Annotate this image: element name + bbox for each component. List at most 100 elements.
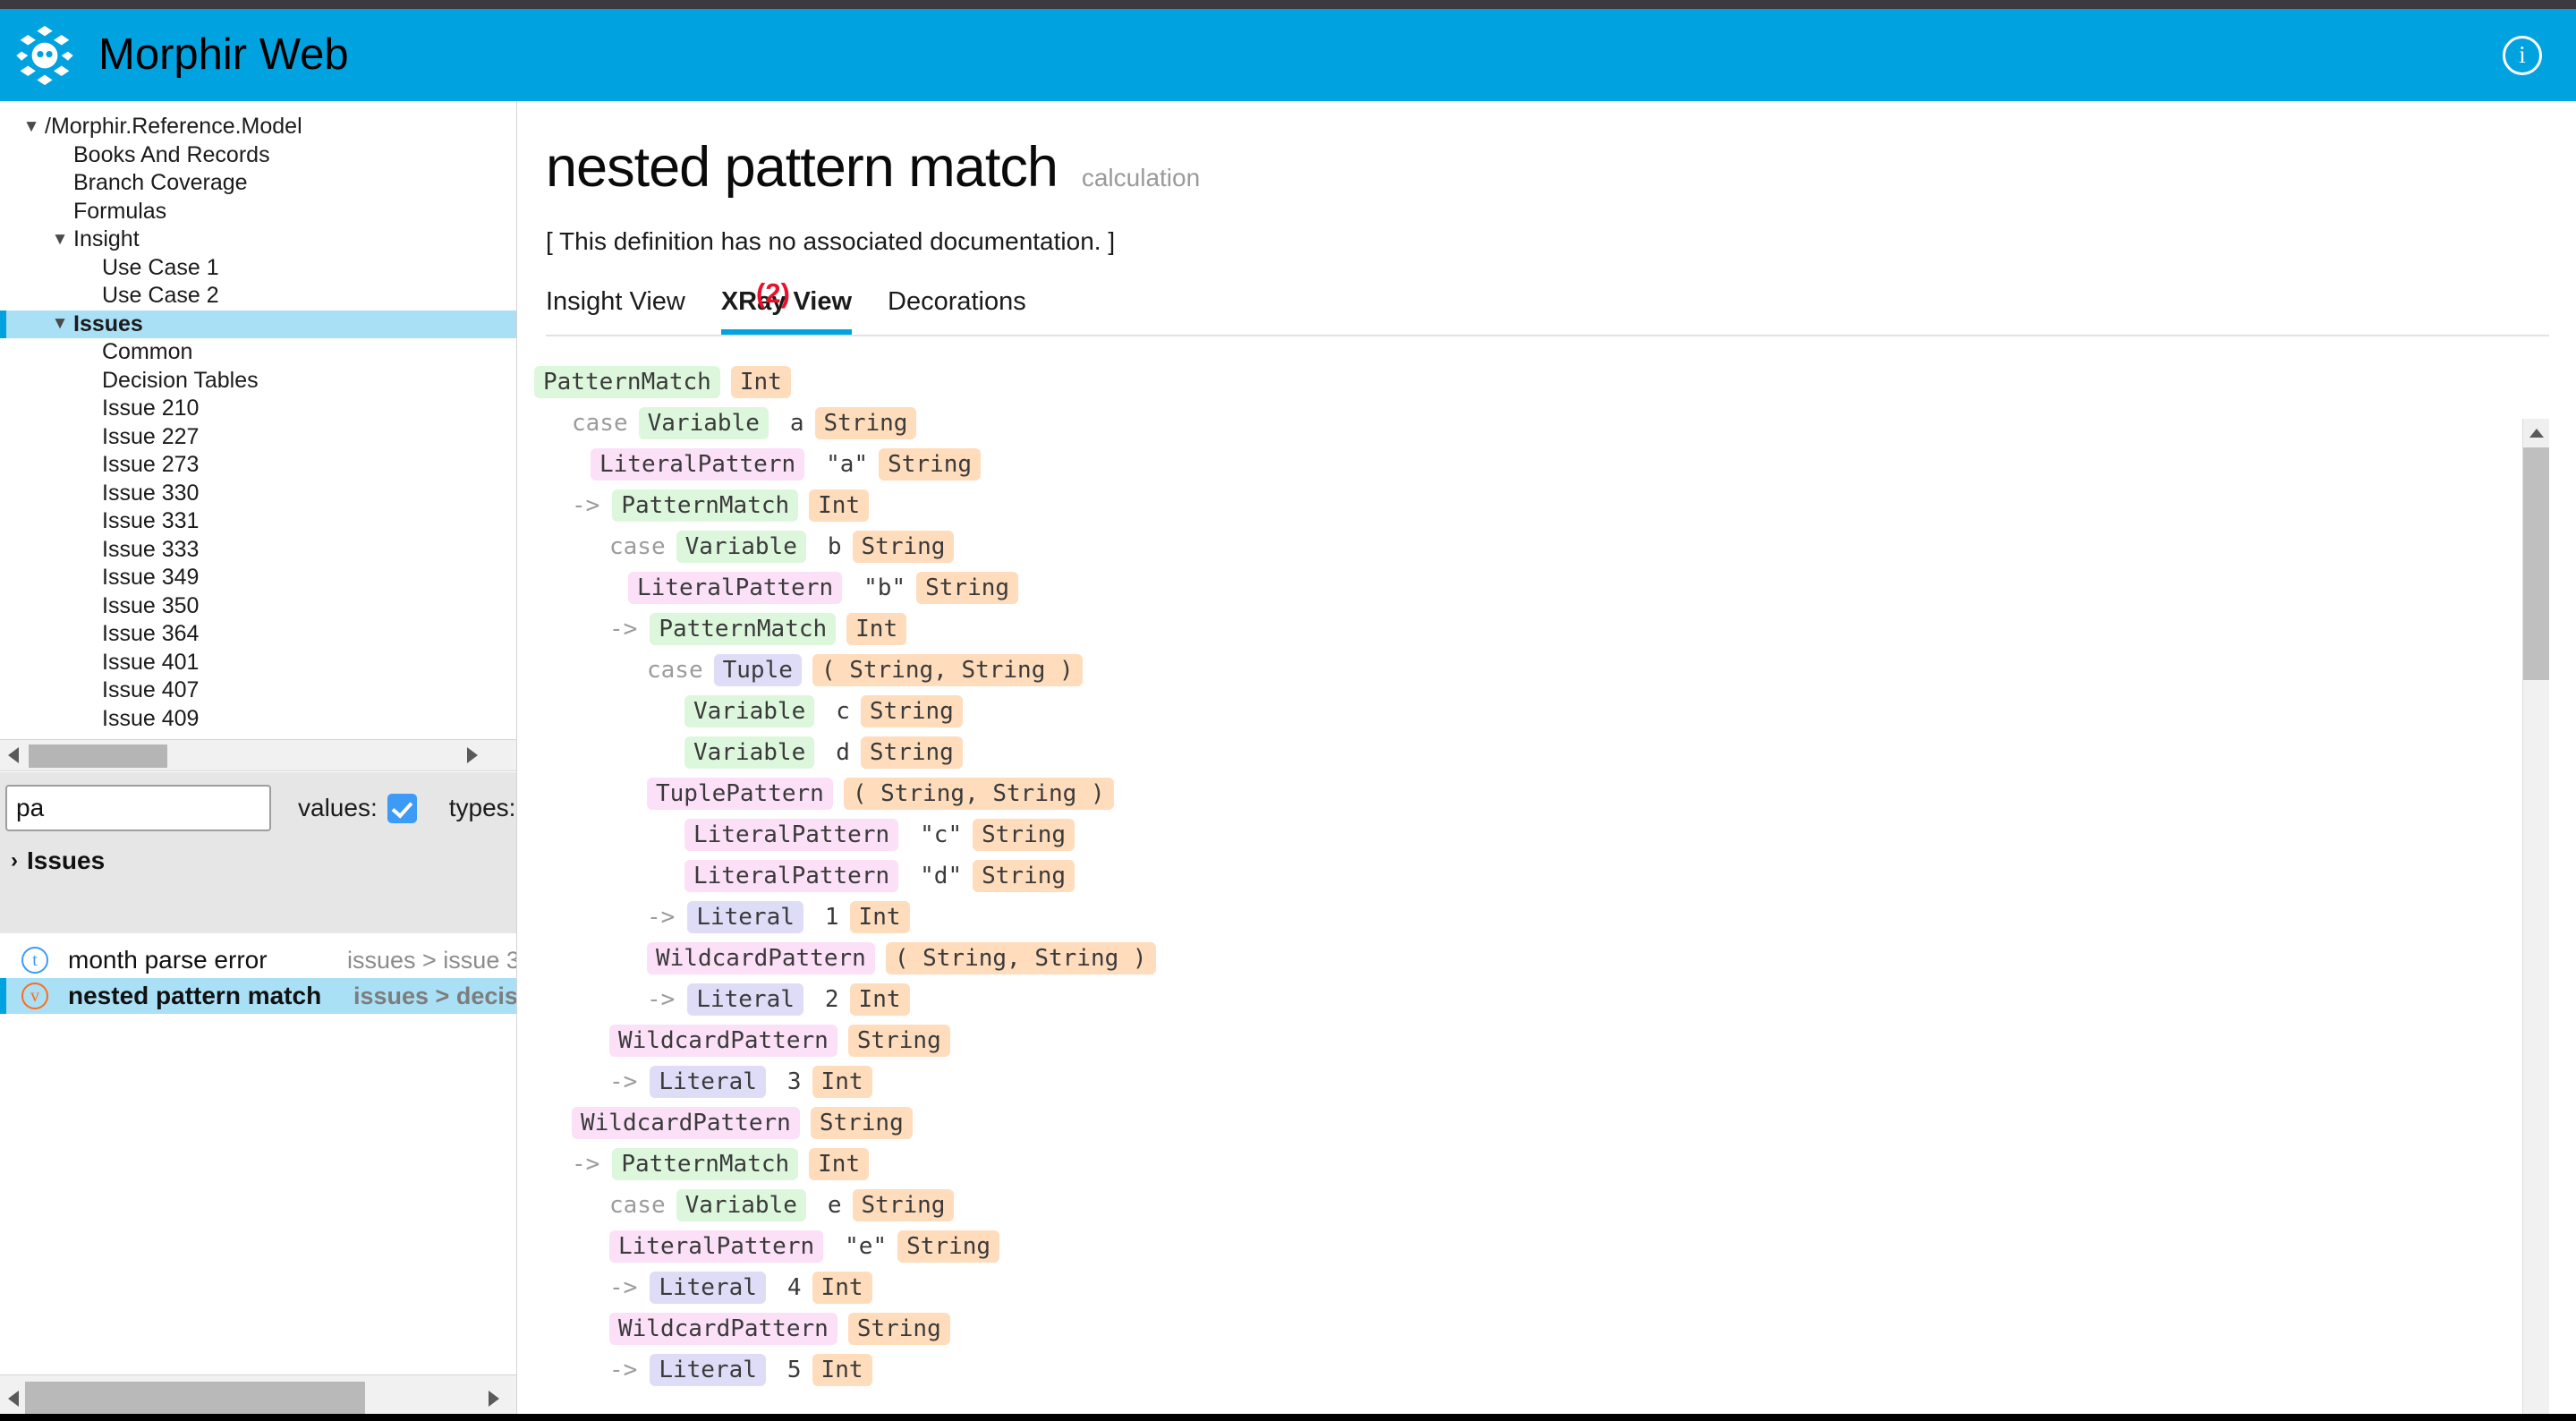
tree-item-issue-333[interactable]: Issue 333 — [0, 536, 516, 565]
types-filter-label: types: — [448, 794, 516, 821]
main-scroll-thumb[interactable] — [2523, 447, 2549, 680]
tree-item-decision-tables[interactable]: Decision Tables — [0, 367, 516, 396]
tree-item-issues[interactable]: ▼Issues — [0, 310, 516, 338]
types-filter-group[interactable]: types: — [448, 794, 516, 823]
scroll-left-arrow-icon[interactable] — [8, 1390, 19, 1407]
documentation-note: [ This definition has no associated docu… — [546, 227, 1116, 255]
xray-line: LiteralPattern"a"String — [534, 444, 2549, 485]
tree-item-issue-273[interactable]: Issue 273 — [0, 451, 516, 480]
tree-item-use-case-1[interactable]: Use Case 1 — [0, 254, 516, 283]
tree-item-common[interactable]: Common — [0, 338, 516, 367]
tree-item-books-and-records[interactable]: Books And Records — [0, 141, 516, 170]
tree-item-issue-210[interactable]: Issue 210 — [0, 395, 516, 423]
xray-pattern-tag: LiteralPattern — [628, 572, 843, 604]
tree-item-label: Issues — [73, 311, 143, 336]
search-result-path: issues > issue 3 — [347, 946, 517, 974]
tree-item-issue-409[interactable]: Issue 409 — [0, 705, 516, 734]
scroll-right-arrow-icon[interactable] — [489, 1390, 499, 1407]
tree-item-issue-349[interactable]: Issue 349 — [0, 564, 516, 592]
main-vertical-scrollbar[interactable] — [2522, 419, 2549, 1421]
tree-item-issue-401[interactable]: Issue 401 — [0, 649, 516, 677]
tab-decorations[interactable]: Decorations — [888, 287, 1026, 316]
tree-item-issue-350[interactable]: Issue 350 — [0, 592, 516, 621]
tree-item-use-case-2[interactable]: Use Case 2 — [0, 282, 516, 311]
xray-keyword: case — [572, 410, 628, 437]
scroll-left-arrow-icon[interactable] — [8, 747, 19, 763]
tab-xray-view[interactable]: XRay View — [720, 287, 853, 335]
xray-type-tag: String — [852, 531, 955, 563]
xray-literal-tag: Tuple — [713, 654, 802, 686]
info-icon-glyph: i — [2519, 41, 2526, 68]
breadcrumb[interactable]: › Issues — [0, 831, 516, 875]
xray-type-tag: String — [810, 1107, 913, 1139]
tree-item-label: Issue 401 — [102, 649, 200, 675]
xray-plain-text: 5 — [786, 1357, 802, 1383]
scroll-right-arrow-icon[interactable] — [467, 747, 478, 763]
values-filter-checkbox[interactable] — [387, 793, 417, 823]
tree-item-branch-coverage[interactable]: Branch Coverage — [0, 169, 516, 198]
values-filter-group[interactable]: values: — [298, 793, 417, 823]
xray-arrow: -> — [609, 1357, 638, 1383]
xray-arrow: -> — [647, 986, 676, 1013]
chevron-down-icon[interactable]: ▼ — [22, 116, 40, 136]
xray-type-tag: ( String, String ) — [885, 942, 1156, 974]
xray-keyword: case — [609, 533, 666, 560]
xray-type-tag: Int — [812, 1066, 872, 1098]
xray-plain-text: "a" — [826, 451, 869, 478]
xray-pattern-tag: TuplePattern — [647, 778, 833, 810]
chevron-down-icon[interactable]: ▼ — [51, 314, 69, 334]
xray-type-tag: String — [847, 1025, 950, 1057]
xray-literal-tag: Literal — [650, 1272, 766, 1304]
tree-item-label: Issue 227 — [102, 423, 200, 449]
xray-plain-text: e — [827, 1192, 842, 1219]
xray-plain-text: 1 — [824, 904, 839, 931]
tree-item-issue-364[interactable]: Issue 364 — [0, 620, 516, 649]
sidebar-horizontal-scrollbar[interactable] — [0, 1374, 516, 1421]
chevron-down-icon[interactable]: ▼ — [51, 229, 69, 249]
info-icon[interactable]: i — [2503, 35, 2542, 75]
chevron-right-icon: › — [11, 848, 18, 872]
xray-type-tag: String — [973, 819, 1075, 851]
xray-type-tag: Int — [730, 366, 791, 398]
tree-item-issue-331[interactable]: Issue 331 — [0, 507, 516, 536]
view-tabs[interactable]: Insight View XRay View Decorations — [546, 286, 2549, 336]
sidebar-scroll-thumb[interactable] — [25, 1382, 365, 1414]
value-badge-icon: v — [21, 983, 48, 1009]
tree-item-issue-330[interactable]: Issue 330 — [0, 480, 516, 508]
tab-insight-view[interactable]: Insight View — [546, 287, 685, 316]
xray-plain-text: 3 — [786, 1068, 802, 1095]
tree-item-issue-227[interactable]: Issue 227 — [0, 423, 516, 452]
xray-type-tag: String — [973, 860, 1075, 892]
xray-pattern-tag: WildcardPattern — [647, 942, 875, 974]
scroll-up-arrow-icon[interactable] — [2523, 419, 2549, 446]
xray-plain-text: d — [836, 739, 850, 766]
xray-pattern-tag: LiteralPattern — [609, 1230, 824, 1263]
xray-pattern-tag: WildcardPattern — [609, 1313, 837, 1345]
page-title: nested pattern match — [546, 136, 1058, 199]
xray-plain-text: "c" — [920, 821, 963, 848]
search-input[interactable] — [5, 785, 271, 831]
tree-item-issue-407[interactable]: Issue 407 — [0, 676, 516, 705]
main-content: nested pattern match calculation [ This … — [518, 101, 2549, 1421]
tree-item-label: Issue 350 — [102, 592, 200, 618]
xray-node-tag: Variable — [684, 695, 815, 728]
tree-item-label: Issue 407 — [102, 677, 200, 703]
tree-horizontal-scrollbar[interactable] — [0, 739, 516, 771]
tree-item-insight[interactable]: ▼Insight — [0, 225, 516, 254]
tree-item-formulas[interactable]: Formulas — [0, 198, 516, 226]
tree-item-morphir-reference-model[interactable]: ▼/Morphir.Reference.Model — [0, 113, 516, 141]
xray-type-tag: Int — [849, 983, 910, 1016]
tree-item-label: Issue 333 — [102, 536, 200, 562]
tree-scroll-thumb[interactable] — [29, 745, 167, 768]
xray-plain-text: 4 — [786, 1274, 802, 1301]
